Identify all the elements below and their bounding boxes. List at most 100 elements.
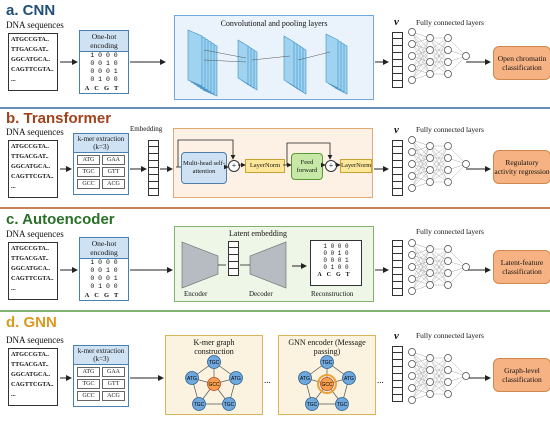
net-node	[408, 184, 416, 192]
section-title-autoencoder: c. Autoencoder	[6, 211, 115, 228]
net-node	[444, 34, 452, 42]
sequence-line: ...	[11, 183, 16, 190]
net-edge	[411, 260, 431, 292]
divider-cnn	[0, 107, 550, 109]
kmer-box: k-mer extraction (k=3) ATG GAA TGC GTT G…	[73, 345, 129, 407]
message-highlight	[317, 374, 337, 394]
sequence-line: CAGTTCGTA..	[11, 381, 54, 388]
graph-node	[342, 371, 356, 385]
net-node	[408, 287, 416, 295]
onehot-box: One-hot encoding 1 0 0 0 0 0 1 0 0 0 0 1…	[79, 30, 129, 94]
net-node	[426, 34, 434, 42]
net-node	[444, 70, 452, 78]
sequence-line: GGCATGCA..	[11, 56, 51, 63]
graph-node-label: TGC	[209, 360, 220, 366]
kmer-cell: ACG	[102, 179, 125, 189]
sequence-line: ATGCCGTA..	[11, 245, 49, 252]
graph-node	[320, 377, 334, 391]
sequence-line: ...	[11, 285, 16, 292]
net-node	[408, 160, 416, 168]
graph-node	[305, 397, 319, 411]
net-edge	[411, 157, 431, 189]
sequence-line: GGCATGCA..	[11, 265, 51, 272]
section-title-transformer: b. Transformer	[6, 110, 112, 127]
net-edge	[447, 163, 467, 183]
feature-map	[187, 29, 203, 87]
graph-node	[207, 377, 221, 391]
net-edge	[411, 37, 431, 57]
kmer-cell: GCC	[77, 391, 100, 401]
onehot-box: One-hot encoding 1 0 0 0 0 0 1 0 0 0 0 1…	[79, 237, 129, 301]
net-edge	[411, 49, 431, 81]
kmer-cell: GTT	[102, 379, 125, 389]
net-node	[408, 396, 416, 404]
v-symbol: v	[394, 16, 399, 28]
net-edge	[429, 260, 449, 286]
net-edge	[429, 357, 449, 395]
graph-node-label: TGC	[322, 360, 333, 366]
dna-label: DNA sequences	[6, 335, 64, 345]
output-autoencoder: Latent-feature classification	[493, 250, 550, 284]
graph-node	[320, 355, 334, 369]
net-edge	[411, 381, 431, 401]
net-node	[444, 58, 452, 66]
graph-node	[192, 397, 206, 411]
net-node	[444, 269, 452, 277]
kmer-cell: ACG	[102, 391, 125, 401]
latent-vector	[228, 241, 239, 276]
net-edge	[411, 145, 431, 189]
sequence-line: TTGACGAT..	[11, 46, 49, 53]
net-node	[444, 46, 452, 54]
net-edge	[411, 61, 431, 81]
onehot-cols: ACGT	[84, 292, 124, 299]
feature-vector	[392, 32, 403, 88]
kernel-line	[203, 59, 247, 63]
net-edge	[429, 248, 449, 274]
net-edge	[447, 375, 467, 395]
sequence-box: ATGCCGTA.. TTGACGAT.. GGCATGCA.. CAGTTCG…	[8, 242, 58, 300]
net-node	[426, 390, 434, 398]
net-edge	[411, 357, 431, 401]
net-edge	[411, 145, 431, 165]
onehot-matrix: 1 0 0 0 0 0 1 0 0 0 0 1 0 1 0 0	[90, 259, 118, 290]
sequence-box: ATGCCGTA.. TTGACGAT.. GGCATGCA.. CAGTTCG…	[8, 140, 58, 198]
net-node	[444, 245, 452, 253]
reconstruction-matrix: 1 0 0 0 0 0 1 0 0 0 0 1 0 1 0 0	[323, 243, 349, 271]
graph-node-label: GCC	[208, 382, 220, 388]
net-node	[426, 46, 434, 54]
embedding-vector	[148, 140, 159, 196]
net-edge	[429, 357, 449, 383]
graph-node	[222, 397, 236, 411]
net-node	[462, 160, 470, 168]
sequence-box: ATGCCGTA.. TTGACGAT.. GGCATGCA.. CAGTTCG…	[8, 348, 58, 406]
net-edge	[447, 37, 467, 57]
feature-map	[283, 35, 295, 87]
net-edge	[429, 37, 449, 63]
net-node	[426, 166, 434, 174]
sequence-line: ATGCCGTA..	[11, 143, 49, 150]
net-node	[408, 76, 416, 84]
kmer-cell: GAA	[102, 367, 125, 377]
residual-connection	[177, 139, 236, 167]
sequence-box: ATGCCGTA.. TTGACGAT.. GGCATGCA.. CAGTTCG…	[8, 33, 58, 91]
net-node	[426, 154, 434, 162]
net-edge	[447, 266, 467, 286]
net-node	[462, 372, 470, 380]
net-node	[408, 52, 416, 60]
feature-vector	[392, 240, 403, 296]
sequence-line: TTGACGAT..	[11, 361, 49, 368]
net-edge	[411, 357, 431, 389]
net-node	[408, 360, 416, 368]
net-edge	[411, 169, 431, 189]
net-node	[408, 40, 416, 48]
sequence-line: ATGCCGTA..	[11, 351, 49, 358]
net-node	[444, 354, 452, 362]
sequence-line: TTGACGAT..	[11, 255, 49, 262]
net-node	[408, 372, 416, 380]
embedding-label: Embedding	[130, 125, 163, 133]
net-node	[426, 281, 434, 289]
fc-label: Fully connected layers	[416, 125, 484, 134]
net-edge	[411, 272, 431, 292]
net-node	[408, 263, 416, 271]
